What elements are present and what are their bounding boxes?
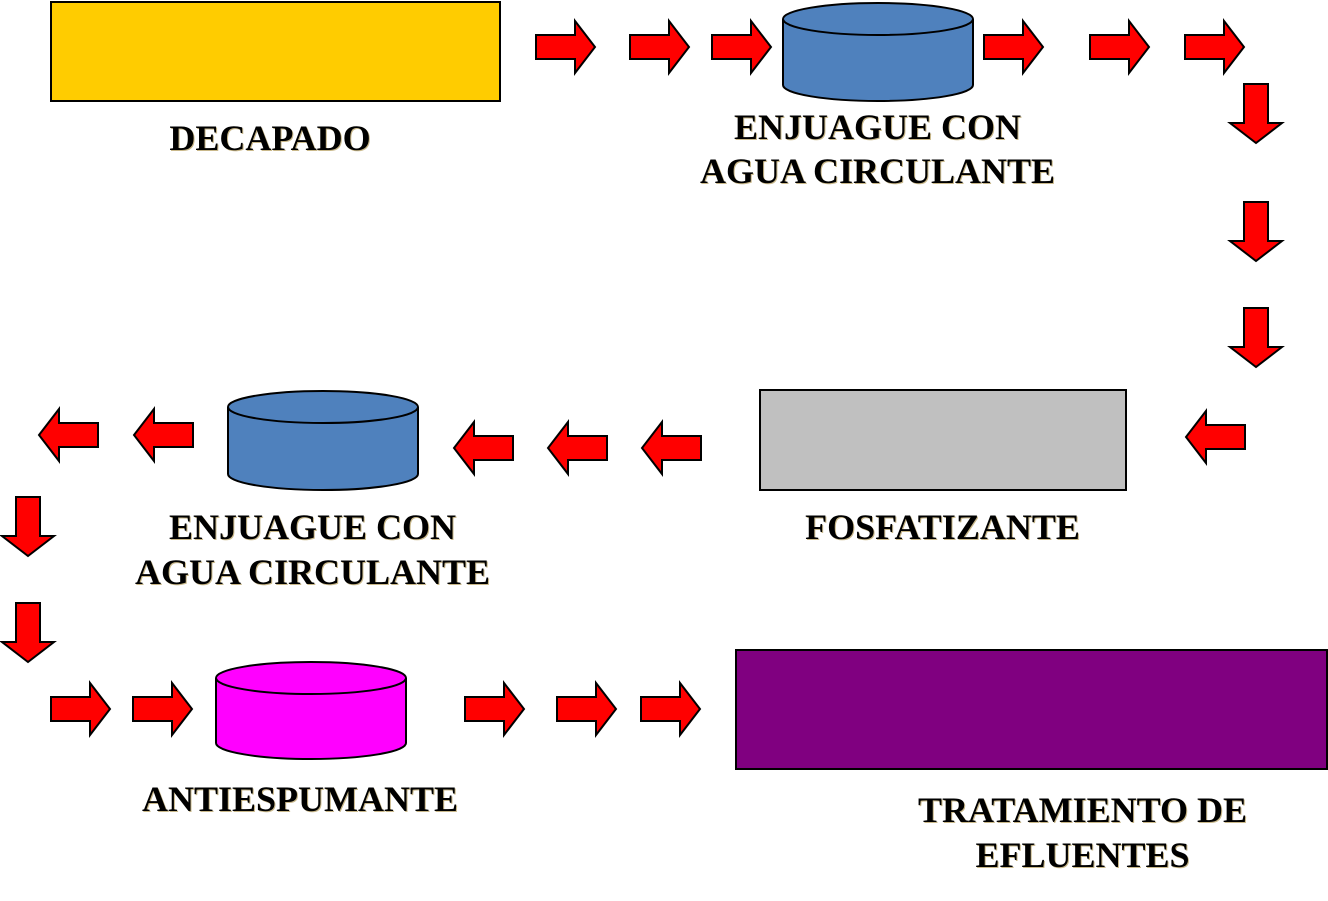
- arrow-down-icon: [1227, 83, 1285, 145]
- fosfatizante-label: FOSFATIZANTE: [805, 507, 1080, 547]
- arrow-right-icon: [132, 680, 194, 738]
- arrow-right-icon: [711, 18, 773, 76]
- arrow-down-icon: [1227, 307, 1285, 369]
- tratamiento-box: [735, 649, 1328, 770]
- arrow-right-icon: [640, 680, 702, 738]
- tratamiento-label-line1: TRATAMIENTO DE: [917, 790, 1248, 830]
- enjuague-2-tank-body: [227, 407, 419, 491]
- decapado-label: DECAPADO: [169, 118, 371, 158]
- arrow-left-icon: [1184, 408, 1246, 466]
- tratamiento-label-line2: EFLUENTES: [975, 835, 1190, 875]
- arrow-right-icon: [1089, 18, 1151, 76]
- enjuague-1-label-line2: AGUA CIRCULANTE: [699, 151, 1056, 191]
- arrow-left-icon: [640, 419, 702, 477]
- arrow-right-icon: [556, 680, 618, 738]
- enjuague-1-tank-body: [782, 19, 974, 102]
- antiespumante-tank-top: [215, 661, 407, 695]
- enjuague-1-tank: [782, 2, 974, 102]
- arrow-down-icon: [0, 602, 57, 664]
- arrow-left-icon: [132, 406, 194, 464]
- decapado-box: [50, 1, 501, 102]
- enjuague-2-label-line2: AGUA CIRCULANTE: [134, 552, 491, 592]
- fosfatizante-box: [759, 389, 1127, 491]
- arrow-right-icon: [983, 18, 1045, 76]
- antiespumante-tank: [215, 661, 407, 760]
- arrow-right-icon: [1184, 18, 1246, 76]
- arrow-left-icon: [452, 419, 514, 477]
- arrow-right-icon: [50, 680, 112, 738]
- enjuague-2-tank-top: [227, 390, 419, 424]
- enjuague-2-label-line1: ENJUAGUE CON: [168, 507, 456, 547]
- enjuague-2-tank: [227, 390, 419, 491]
- arrow-right-icon: [464, 680, 526, 738]
- arrow-left-icon: [546, 419, 608, 477]
- antiespumante-label: ANTIESPUMANTE: [141, 779, 459, 819]
- antiespumante-tank-body: [215, 678, 407, 760]
- arrow-down-icon: [1227, 201, 1285, 263]
- arrow-right-icon: [535, 18, 597, 76]
- arrow-down-icon: [0, 496, 57, 558]
- arrow-right-icon: [629, 18, 691, 76]
- enjuague-1-tank-top: [782, 2, 974, 36]
- enjuague-1-label-line1: ENJUAGUE CON: [733, 107, 1021, 147]
- arrow-left-icon: [37, 406, 99, 464]
